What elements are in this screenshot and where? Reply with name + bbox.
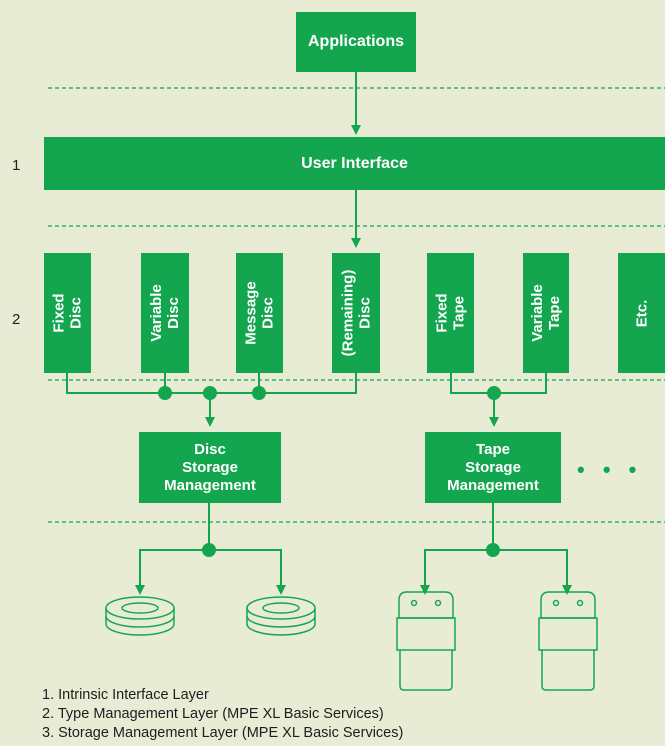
legend-item: 1. Intrinsic Interface Layer bbox=[42, 687, 209, 703]
disc-storage-management-box: Disc Storage Management bbox=[139, 432, 281, 503]
type-box-etc: Etc. bbox=[618, 253, 665, 373]
user-interface-label: User Interface bbox=[301, 154, 408, 172]
applications-box: Applications bbox=[296, 12, 416, 72]
layer-number-1: 1 bbox=[12, 157, 21, 174]
applications-label: Applications bbox=[307, 33, 404, 50]
type-box-fixed-disc: Fixed Disc bbox=[44, 253, 91, 373]
more-ellipsis: • • • bbox=[577, 457, 643, 482]
type-box-variable-disc: Variable Disc bbox=[141, 253, 189, 373]
type-box-label: Variable Tape bbox=[529, 284, 564, 342]
type-box-message-disc: Message Disc bbox=[236, 253, 283, 373]
tape-junctions bbox=[487, 386, 501, 400]
disc-drive-icon bbox=[105, 596, 175, 636]
type-box-remaining-disc: (Remaining) Disc bbox=[332, 253, 380, 373]
disc-storage-label: Disc Storage Management bbox=[164, 440, 256, 494]
tape-drive-icon bbox=[538, 591, 598, 691]
disc-drive-icon bbox=[246, 596, 316, 636]
type-box-label: Etc. bbox=[632, 299, 650, 327]
type-box-fixed-tape: Fixed Tape bbox=[427, 253, 474, 373]
tape-drive-icon bbox=[396, 591, 456, 691]
type-box-label: (Remaining) Disc bbox=[339, 269, 374, 357]
tape-storage-management-box: Tape Storage Management bbox=[425, 432, 561, 503]
type-box-variable-tape: Variable Tape bbox=[523, 253, 569, 373]
legend-item: 2. Type Management Layer (MPE XL Basic S… bbox=[42, 706, 384, 722]
layer-legend: 1. Intrinsic Interface Layer 2. Type Man… bbox=[42, 686, 403, 743]
type-box-label: Fixed Disc bbox=[50, 293, 85, 333]
layer-number-2: 2 bbox=[12, 311, 21, 328]
user-interface-box: User Interface bbox=[44, 137, 665, 190]
tape-storage-label: Tape Storage Management bbox=[447, 440, 539, 494]
type-box-label: Fixed Tape bbox=[433, 293, 468, 333]
type-box-label: Variable Disc bbox=[148, 284, 183, 342]
legend-item: 3. Storage Management Layer (MPE XL Basi… bbox=[42, 725, 404, 741]
disc-junctions bbox=[158, 386, 266, 400]
type-box-label: Message Disc bbox=[242, 281, 277, 345]
device-junctions bbox=[202, 543, 500, 557]
